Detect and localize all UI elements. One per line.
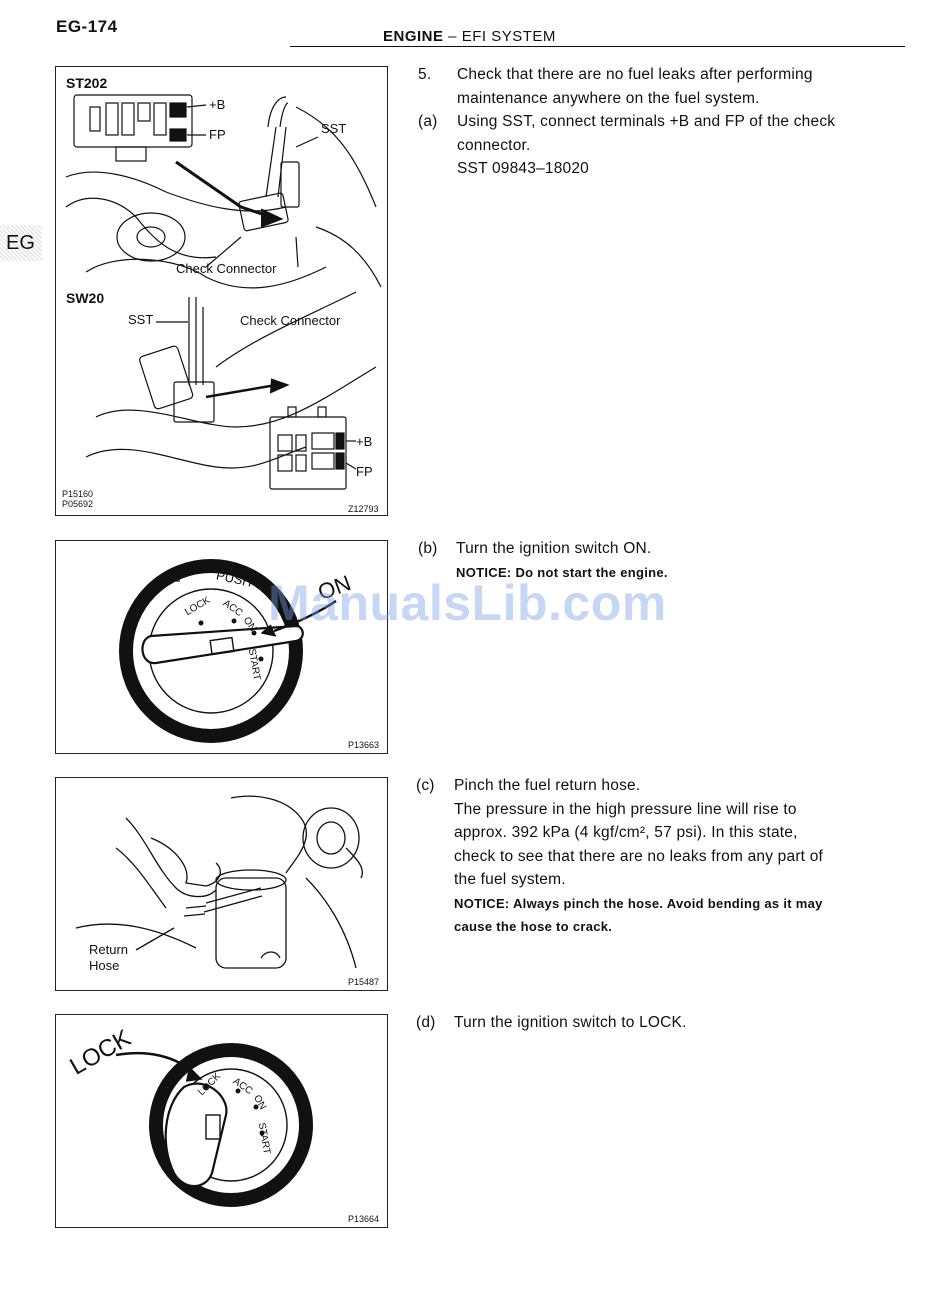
step-d-line-1: Turn the ignition switch to LOCK.: [454, 1014, 687, 1031]
step-b-line-1: Turn the ignition switch ON.: [456, 540, 652, 557]
side-tab-label: EG: [6, 232, 35, 254]
step-5-number: 5.: [418, 66, 432, 83]
step-c-line-1: Pinch the fuel return hose.: [454, 777, 641, 794]
figure4-code: P13664: [348, 1214, 380, 1224]
step-5: 5. Check that there are no fuel leaks aft…: [418, 63, 908, 181]
check-connector-illustration: [65, 94, 382, 490]
sw20-sst-label: SST: [128, 312, 154, 327]
step-b-notice: NOTICE: Do not start the engine.: [456, 564, 668, 580]
step-5-line-1: Check that there are no fuel leaks after…: [457, 66, 813, 83]
figure3-code: P15487: [348, 977, 380, 987]
figure-check-connector: ST202 +B FP SST Check Connector SW20 SST…: [55, 66, 388, 516]
st202-check-connector-label: Check Connector: [176, 261, 277, 276]
sw20-fp-label: FP: [356, 464, 373, 479]
figure1-code-2: P05692: [62, 499, 94, 509]
section-sub: EFI SYSTEM: [461, 28, 556, 45]
figure3-hose-label: Hose: [89, 958, 120, 973]
header-rule: [290, 46, 905, 47]
watermark: ManualsLib.com: [268, 575, 667, 631]
figure1-code-3: Z12793: [348, 504, 379, 514]
ignition-switch-on-illustration: [119, 559, 337, 743]
figure3-return-label: Return: [89, 942, 129, 957]
step-c: (c) Pinch the fuel return hose. The press…: [416, 774, 908, 939]
step-c-notice-1: NOTICE: Always pinch the hose. Avoid ben…: [454, 895, 823, 911]
section-separator: –: [443, 28, 462, 45]
figure-ignition-lock: LOCK PUSH LOCK ACC ON START P13664: [55, 1014, 388, 1228]
step-c-notice-2: cause the hose to crack.: [454, 919, 613, 934]
section-main: ENGINE: [383, 28, 444, 45]
step-5-line-2: maintenance anywhere on the fuel system.: [457, 89, 760, 107]
figure1-code-1: P15160: [62, 489, 94, 499]
side-tab: EG: [0, 225, 42, 261]
step-c-line-4: check to see that there are no leaks fro…: [454, 847, 824, 865]
ignition-switch-lock-illustration: [115, 1043, 313, 1207]
step-a-line-1: Using SST, connect terminals +B and FP o…: [457, 113, 836, 130]
step-a-key: (a): [418, 113, 438, 130]
step-c-line-2: The pressure in the high pressure line w…: [454, 800, 797, 818]
step-c-line-3: approx. 392 kPa (4 kgf/cm², 57 psi). In …: [454, 824, 798, 841]
figure-return-hose: Return Hose P15487: [55, 777, 388, 991]
page-number: EG-174: [56, 17, 118, 36]
st202-sst-label: SST: [321, 121, 347, 136]
step-c-line-5: the fuel system.: [454, 871, 566, 888]
step-b: (b) Turn the ignition switch ON. NOTICE: …: [418, 537, 908, 584]
step-b-key: (b): [418, 540, 438, 557]
step-d-key: (d): [416, 1014, 436, 1031]
sw20-check-connector-label: Check Connector: [240, 313, 341, 328]
step-d: (d) Turn the ignition switch to LOCK.: [416, 1011, 908, 1035]
return-hose-illustration: [75, 795, 363, 969]
section-title: ENGINE – EFI SYSTEM: [383, 28, 556, 45]
st202-label: ST202: [66, 75, 108, 91]
sw20-plus-b-label: +B: [356, 434, 373, 449]
step-c-key: (c): [416, 777, 435, 794]
st202-plus-b-label: +B: [209, 97, 226, 112]
step-a-line-3: SST 09843–18020: [457, 160, 589, 177]
figure-ignition-on: PUSH LOCK ACC ON START ON P13663: [55, 540, 388, 754]
st202-fp-label: FP: [209, 127, 226, 142]
sw20-label: SW20: [66, 290, 105, 306]
figure2-code: P13663: [348, 740, 380, 750]
step-a-line-2: connector.: [457, 136, 531, 154]
